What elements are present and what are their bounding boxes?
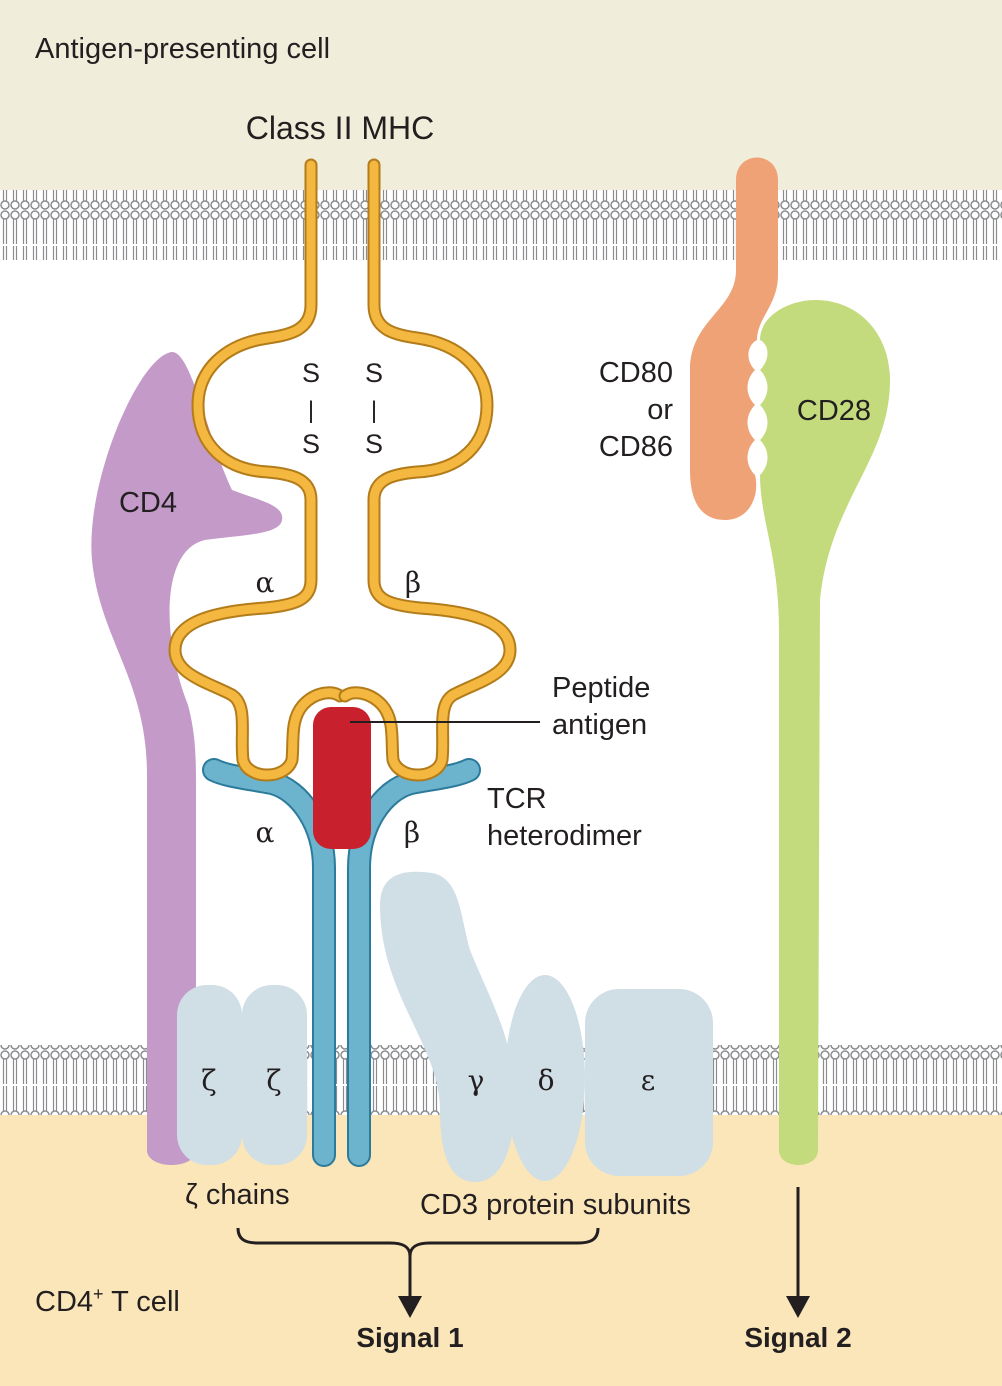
disulfide-alpha-s-bottom: S: [302, 429, 320, 459]
apc-membrane: [0, 190, 1002, 260]
cd4-molecule: [91, 352, 283, 1165]
class-ii-mhc: [168, 158, 517, 782]
zeta1-label: ζ: [201, 1064, 216, 1097]
disulfide-beta-s-top: S: [365, 358, 383, 388]
cd3-delta: [505, 975, 585, 1181]
tcell-label-superscript: +: [93, 1284, 104, 1304]
tcr-alpha-label: α: [256, 816, 275, 849]
epsilon-label: ε: [641, 1064, 656, 1097]
zeta-chains-label: ζ chains: [185, 1179, 290, 1211]
cd28-label: CD28: [797, 395, 871, 427]
zeta-chain-2: [242, 985, 307, 1165]
signal2-label: Signal 2: [744, 1322, 851, 1353]
tcr-beta-label: β: [404, 816, 420, 849]
signal1-label: Signal 1: [356, 1322, 463, 1353]
tcell-label: CD4+ T cell: [35, 1284, 180, 1318]
disulfide-alpha-s-top: S: [302, 358, 320, 388]
tcell-label-main: CD4: [35, 1286, 93, 1318]
cd80-label-line2: or: [647, 394, 673, 426]
tcell-label-rest: T cell: [104, 1286, 180, 1318]
signal1-arrowhead: [398, 1296, 422, 1318]
disulfide-beta-s-bottom: S: [365, 429, 383, 459]
disulfide-beta-bond: |: [371, 397, 377, 424]
cd28-molecule: [760, 300, 890, 1165]
mhc-beta-label: β: [405, 566, 421, 599]
peptide-label-line1: Peptide: [552, 672, 650, 704]
apc-label: Antigen-presenting cell: [35, 33, 330, 65]
signal2-arrowhead: [786, 1296, 810, 1318]
cd3-epsilon: [585, 989, 713, 1176]
zeta-chain-1: [177, 985, 242, 1165]
zeta2-label: ζ: [266, 1064, 281, 1097]
cd3-label: CD3 protein subunits: [420, 1189, 691, 1221]
cd80-label-line1: CD80: [599, 357, 673, 389]
apc-region: [0, 0, 1002, 190]
peptide-label-line2: antigen: [552, 709, 647, 741]
cd80-cd86-molecule: [690, 157, 778, 520]
peptide-antigen: [313, 707, 371, 849]
disulfide-alpha-bond: |: [308, 397, 314, 424]
cd3-gamma: [380, 871, 515, 1182]
cd80-label-line3: CD86: [599, 431, 673, 463]
gamma-label: γ: [468, 1064, 485, 1097]
mhc-label: Class II MHC: [246, 110, 434, 146]
tcr-label-line1: TCR: [487, 783, 547, 815]
mhc-alpha-label: α: [256, 566, 275, 599]
tcr-label-line2: heterodimer: [487, 820, 642, 852]
cd4-label: CD4: [119, 487, 177, 519]
delta-label: δ: [538, 1064, 555, 1097]
